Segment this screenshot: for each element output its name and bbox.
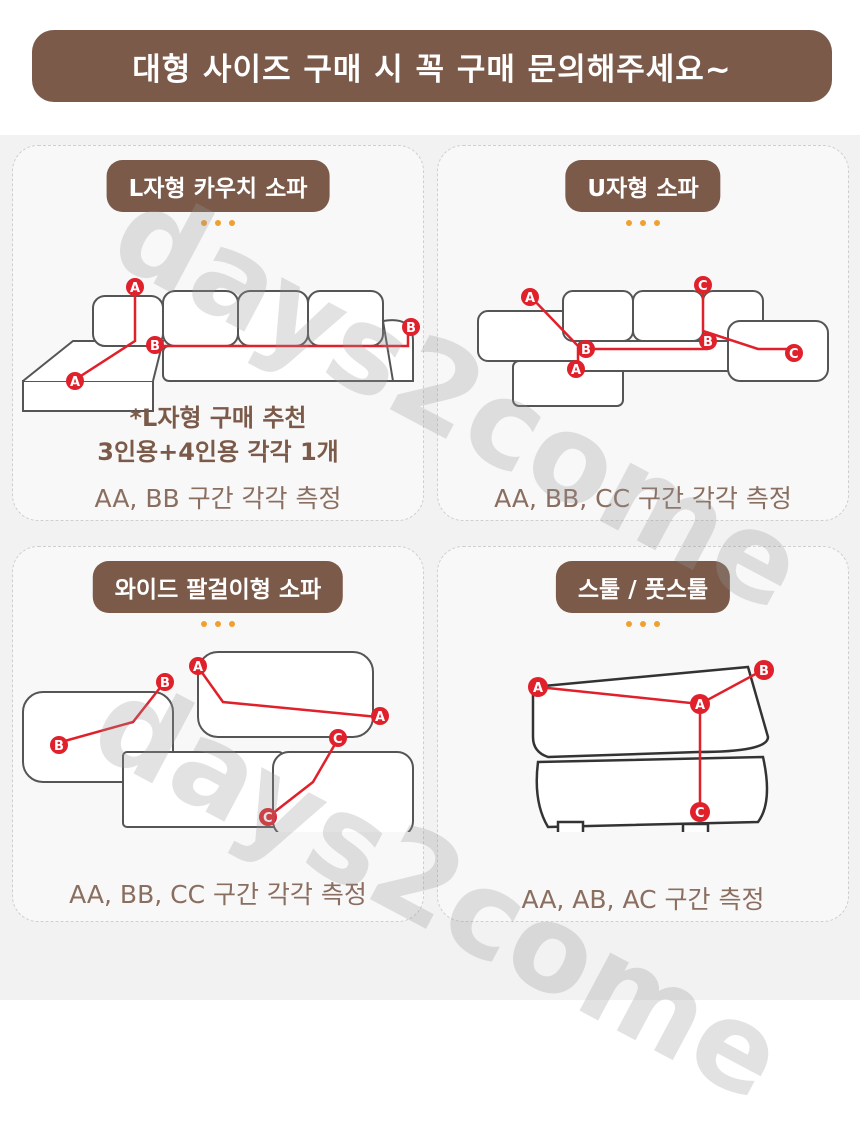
recommend-note: *L자형 구매 추천 3인용+4인용 각각 1개 — [13, 401, 423, 469]
svg-text:C: C — [695, 806, 705, 821]
svg-text:B: B — [160, 676, 170, 691]
card-wide-arm-sofa: 와이드 팔걸이형 소파 B B A A C C AA, BB, CC 구간 각각… — [12, 546, 424, 922]
l-sofa-illustration: A A B B — [22, 278, 420, 412]
wide-arm-sofa-illustration: B B A A C C — [22, 651, 414, 832]
marker-b: B — [402, 318, 420, 336]
svg-text:B: B — [150, 339, 160, 354]
card-title: 와이드 팔걸이형 소파 — [92, 561, 344, 613]
svg-text:B: B — [703, 335, 713, 350]
dots-decoration — [626, 621, 660, 627]
svg-text:A: A — [70, 375, 80, 390]
measure-caption: AA, BB 구간 각각 측정 — [94, 484, 342, 513]
card-title: 스툴 / 풋스툴 — [555, 561, 731, 613]
card-u-shape-sofa: U자형 소파 A A B B C C AA, BB, CC 구간 각각 측정 — [437, 145, 849, 521]
dots-decoration — [201, 220, 235, 226]
svg-text:C: C — [263, 811, 273, 826]
svg-text:A: A — [695, 698, 705, 713]
svg-text:A: A — [525, 291, 535, 306]
card-title: L자형 카우치 소파 — [106, 160, 330, 212]
u-sofa-illustration: A A B B C C — [477, 276, 829, 407]
svg-text:A: A — [193, 660, 203, 675]
notice-banner: 대형 사이즈 구매 시 꼭 구매 문의해주세요~ — [32, 30, 832, 102]
svg-text:B: B — [54, 739, 64, 754]
svg-text:A: A — [375, 710, 385, 725]
svg-text:A: A — [130, 281, 140, 296]
note-line: 3인용+4인용 각각 1개 — [97, 438, 339, 466]
svg-text:C: C — [698, 279, 708, 294]
dots-decoration — [201, 621, 235, 627]
measure-caption: AA, AB, AC 구간 측정 — [521, 885, 765, 914]
note-line: *L자형 구매 추천 — [129, 404, 307, 432]
marker-a: A — [126, 278, 144, 296]
svg-text:A: A — [533, 681, 543, 696]
card-l-shape-sofa: L자형 카우치 소파 A A B B *L자형 구매 추천 3인용+4인용 각각… — [12, 145, 424, 521]
svg-text:B: B — [759, 664, 769, 679]
stool-illustration: A A B C — [528, 660, 774, 832]
svg-text:C: C — [333, 732, 343, 747]
measure-caption: AA, BB, CC 구간 각각 측정 — [69, 880, 367, 909]
svg-text:B: B — [406, 321, 416, 336]
measure-caption: AA, BB, CC 구간 각각 측정 — [494, 484, 792, 513]
dots-decoration — [626, 220, 660, 226]
svg-text:B: B — [581, 343, 591, 358]
svg-text:C: C — [789, 347, 799, 362]
card-stool: 스툴 / 풋스툴 A A B C AA, AB, AC 구간 측정 — [437, 546, 849, 922]
marker-a: A — [66, 372, 84, 390]
marker-b: B — [146, 336, 164, 354]
svg-text:A: A — [571, 363, 581, 378]
card-title: U자형 소파 — [565, 160, 721, 212]
